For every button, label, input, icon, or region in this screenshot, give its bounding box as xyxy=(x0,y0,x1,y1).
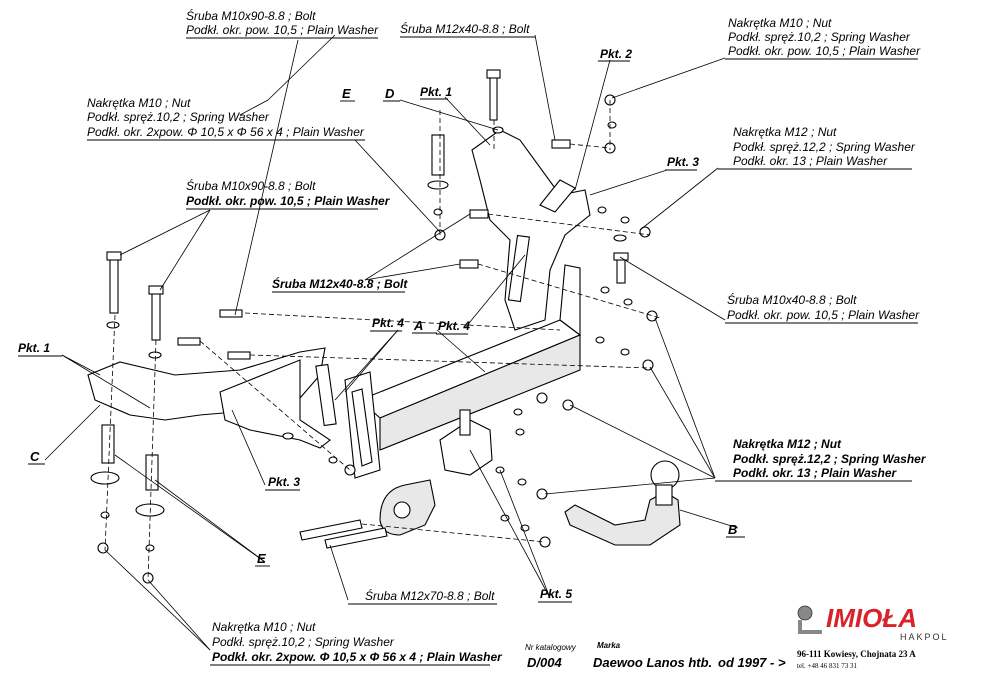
assembly-axes xyxy=(104,100,661,581)
callout-line: Nakrętka M10 ; Nut xyxy=(728,16,832,30)
callout-line: Podkł. okr. pow. 10,5 ; Plain Washer xyxy=(728,44,921,58)
callout-line: Podkł. spręż.10,2 ; Spring Washer xyxy=(87,110,270,124)
logo-wordmark: IMIOŁA xyxy=(826,603,917,633)
tow-ball-logo-icon xyxy=(797,605,822,634)
brand-label: Marka xyxy=(597,641,621,650)
callout-line: Śruba M10x90-8.8 ; Bolt xyxy=(186,8,316,23)
callout-line: Podkł. okr. pow. 10,5 ; Plain Washer xyxy=(186,23,379,37)
hook-plate xyxy=(439,409,493,476)
letter-label: E xyxy=(342,86,351,101)
part-letters: E D A C E B xyxy=(28,86,745,567)
callout-line: Podkł. okr. 2xpow. Φ 10,5 x Φ 56 x 4 ; P… xyxy=(212,650,503,664)
pkt-label: Pkt. 4 xyxy=(372,316,404,330)
company-address: 96-111 Kowiesy, Chojnata 23 A xyxy=(797,649,916,659)
left-bracket xyxy=(87,347,337,449)
callout-line: Podkł. okr. pow. 10,5 ; Plain Washer xyxy=(186,194,391,208)
callout-line: Podkł. okr. 2xpow. Φ 10,5 x Φ 56 x 4 ; P… xyxy=(87,125,365,139)
callout-line: Śruba M12x40-8.8 ; Bolt xyxy=(272,276,408,291)
callout-line: Podkł. spręż.12,2 ; Spring Washer xyxy=(733,452,927,466)
callout-line: Śruba M10x90-8.8 ; Bolt xyxy=(186,178,316,193)
company-logo: IMIOŁA HAKPOL 96-111 Kowiesy, Chojnata 2… xyxy=(797,603,949,670)
callout-bolt-m12x40-mid: Śruba M12x40-8.8 ; Bolt xyxy=(272,276,408,293)
ball-mount xyxy=(564,460,681,546)
callout-line: Śruba M12x70-8.8 ; Bolt xyxy=(365,588,495,603)
callout-nut-m12-lower-right: Nakrętka M12 ; Nut Podkł. spręż.12,2 ; S… xyxy=(715,437,927,482)
title-block: Nr katalogowy D/004 Marka Daewoo Lanos h… xyxy=(525,641,786,670)
callout-line: Nakrętka M10 ; Nut xyxy=(87,96,191,110)
pkt-label: Pkt. 1 xyxy=(420,85,452,99)
letter-label: D xyxy=(385,86,395,101)
bolts xyxy=(106,69,629,549)
callout-bolt-m12x70: Śruba M12x70-8.8 ; Bolt xyxy=(348,588,497,605)
callout-nut-m10-left: Nakrętka M10 ; Nut Podkł. spręż.10,2 ; S… xyxy=(87,96,365,141)
point-labels: Pkt. 1 Pkt. 2 Pkt. 3 Pkt. 1 Pkt. 4 Pkt. … xyxy=(18,47,699,603)
pkt-label: Pkt. 2 xyxy=(600,47,632,61)
year-range: od 1997 - > xyxy=(718,655,786,670)
callout-line: Podkł. okr. 13 ; Plain Washer xyxy=(733,154,888,168)
brand-value: Daewoo Lanos htb. xyxy=(593,655,712,670)
pkt-label: Pkt. 3 xyxy=(268,475,300,489)
callout-bolt-m10x90-left: Śruba M10x90-8.8 ; Bolt Podkł. okr. pow.… xyxy=(186,178,391,210)
catalog-label: Nr katalogowy xyxy=(525,643,577,652)
pkt-label: Pkt. 1 xyxy=(18,341,50,355)
callout-nut-m10-top-right: Nakrętka M10 ; Nut Podkł. spręż.10,2 ; S… xyxy=(725,16,921,60)
callout-line: Podkł. spręż.10,2 ; Spring Washer xyxy=(212,635,395,649)
callout-line: Podkł. spręż.12,2 ; Spring Washer xyxy=(733,140,916,154)
callout-line: Podkł. okr. pow. 10,5 ; Plain Washer xyxy=(727,308,920,322)
callout-nut-m12-right: Nakrętka M12 ; Nut Podkł. spręż.12,2 ; S… xyxy=(718,125,916,170)
letter-label: C xyxy=(30,449,40,464)
callout-bolt-m10x90-top: Śruba M10x90-8.8 ; Bolt Podkł. okr. pow.… xyxy=(186,8,379,39)
callout-line: Śruba M10x40-8.8 ; Bolt xyxy=(727,292,857,307)
callout-bolt-m10x40-right: Śruba M10x40-8.8 ; Bolt Podkł. okr. pow.… xyxy=(725,292,920,324)
pkt-label: Pkt. 4 xyxy=(438,319,470,333)
leader-lines xyxy=(44,34,739,651)
logo-subtext: HAKPOL xyxy=(900,632,949,642)
letter-label: B xyxy=(728,522,737,537)
callout-line: Podkł. spręż.10,2 ; Spring Washer xyxy=(728,30,911,44)
callout-line: Nakrętka M12 ; Nut xyxy=(733,125,837,139)
spacers xyxy=(101,134,445,491)
right-bracket xyxy=(471,129,591,331)
letter-label: E xyxy=(257,551,266,566)
catalog-value: D/004 xyxy=(527,655,562,670)
callout-bolt-m12x40-top: Śruba M12x40-8.8 ; Bolt xyxy=(400,21,535,38)
callout-line: Nakrętka M12 ; Nut xyxy=(733,437,842,451)
callout-nut-m10-bottom: Nakrętka M10 ; Nut Podkł. spręż.10,2 ; S… xyxy=(210,620,503,666)
callout-line: Śruba M12x40-8.8 ; Bolt xyxy=(400,21,530,36)
pkt-label: Pkt. 3 xyxy=(667,155,699,169)
callout-line: Nakrętka M10 ; Nut xyxy=(212,620,316,634)
drawing-parts xyxy=(87,69,681,584)
callout-line: Podkł. okr. 13 ; Plain Washer xyxy=(733,466,898,480)
pkt-label: Pkt. 5 xyxy=(540,587,572,601)
company-phone: tel. +48 46 831 73 31 xyxy=(797,662,857,670)
letter-label: A xyxy=(413,318,423,333)
